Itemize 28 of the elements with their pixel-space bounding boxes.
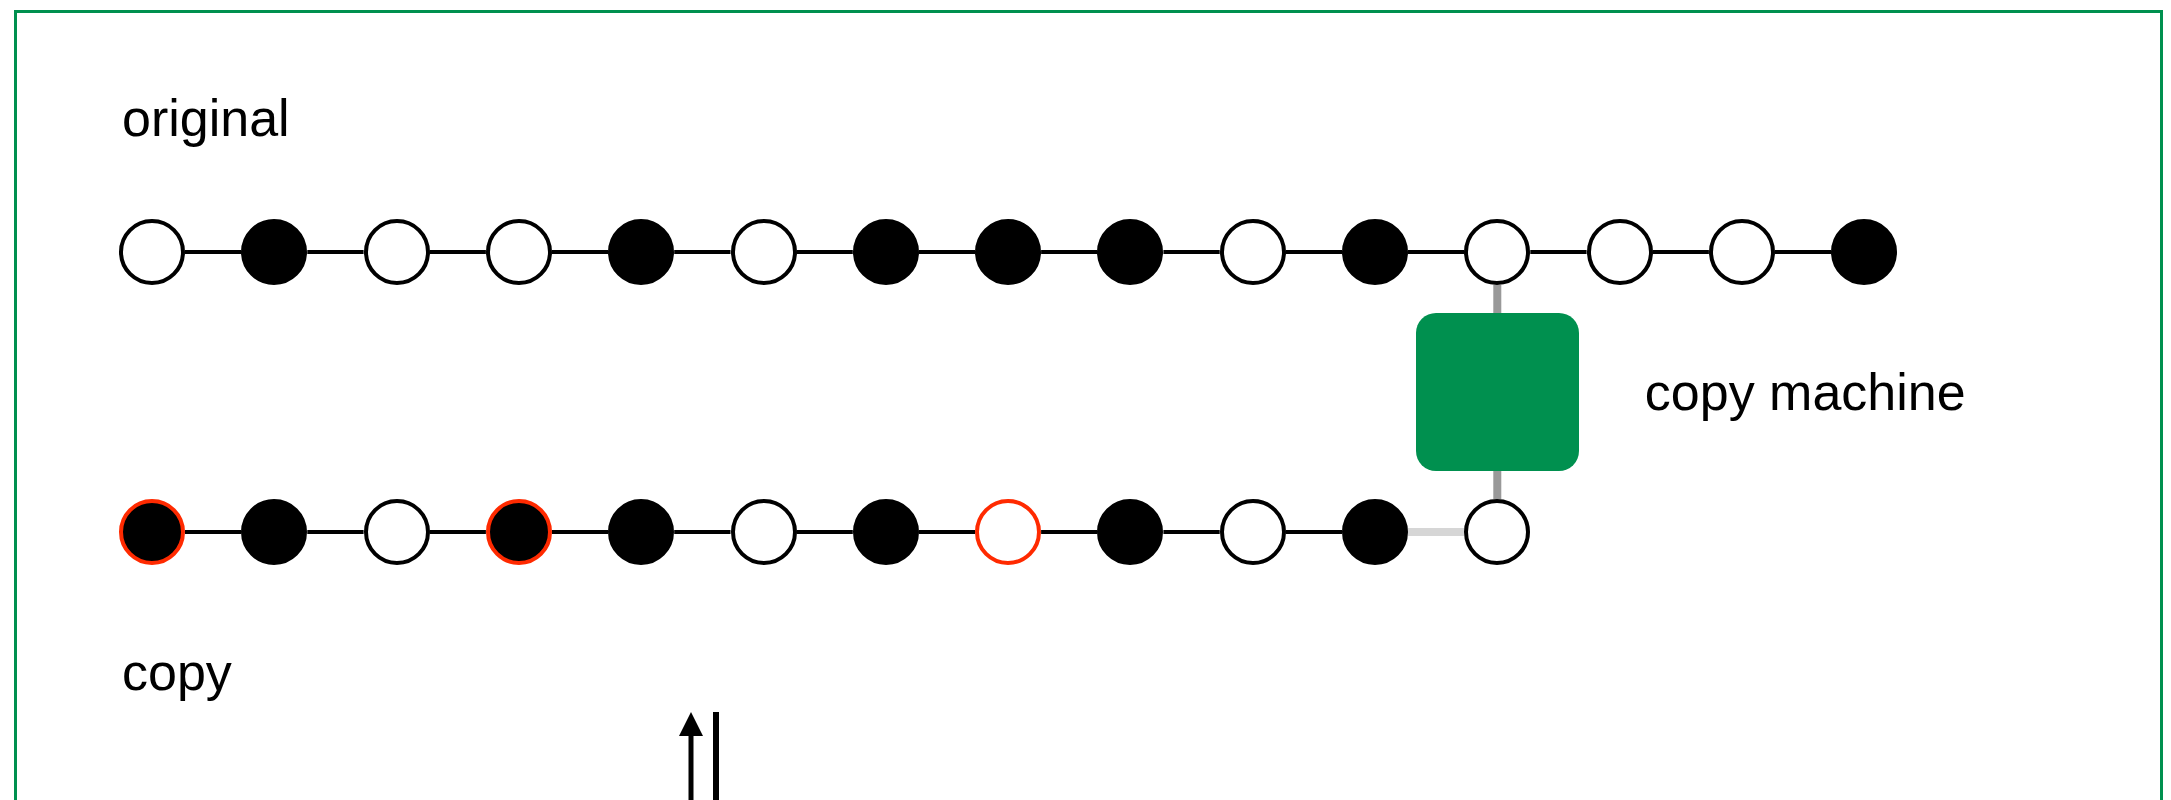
connector-line (1493, 471, 1502, 499)
connector-line (1041, 530, 1098, 534)
connector-line (1774, 250, 1832, 254)
connector-line (796, 250, 853, 254)
connector-line (1652, 250, 1709, 254)
connector-line (1285, 250, 1342, 254)
connector-line (307, 530, 364, 534)
connector-line (1530, 250, 1587, 254)
connector-line (1408, 528, 1465, 536)
connector-line (1163, 530, 1220, 534)
connector-line (429, 250, 486, 254)
connector-line (918, 530, 976, 534)
connector-line (1285, 530, 1342, 534)
connector-line (185, 250, 242, 254)
connector-line (1408, 250, 1465, 254)
connector-line (1493, 285, 1502, 313)
connector-line (918, 250, 976, 254)
connector-line (551, 250, 609, 254)
connector-line (551, 530, 609, 534)
connector-line (429, 530, 486, 534)
connector-line (1041, 250, 1098, 254)
connector-line (307, 250, 364, 254)
connector-line (1163, 250, 1220, 254)
connector-line (185, 530, 242, 534)
connector-line (674, 530, 731, 534)
connector-line (796, 530, 853, 534)
connector-line (674, 250, 731, 254)
machine-box (1415, 313, 1579, 471)
